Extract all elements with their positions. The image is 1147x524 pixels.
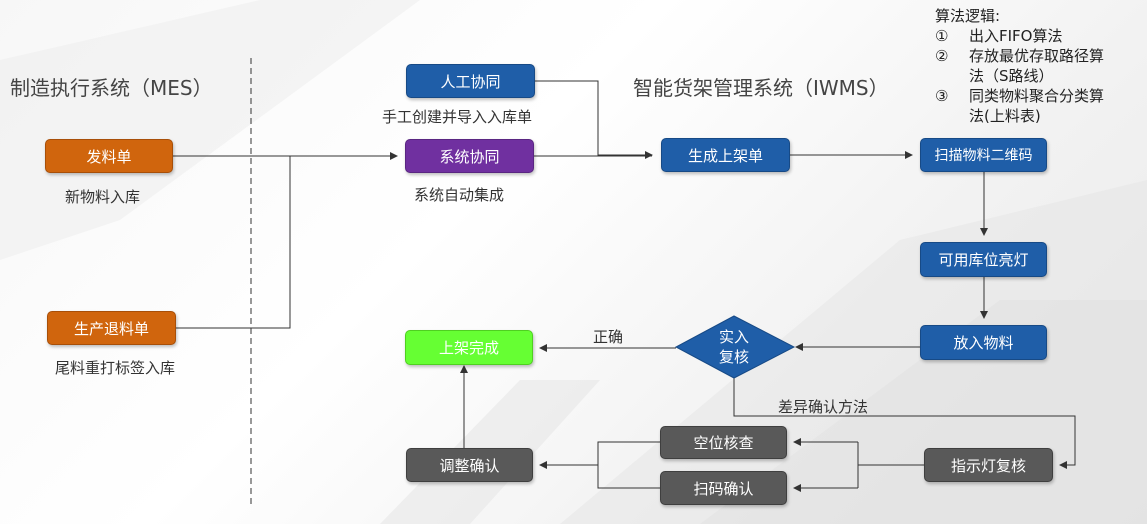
label-cha-yi: 差异确认方法	[778, 398, 869, 416]
node-sheng-cheng-shang-jia-dan[interactable]: 生成上架单	[661, 138, 790, 172]
label-zheng-que: 正确	[593, 328, 624, 346]
node-fa-liao-dan[interactable]: 发料单	[45, 139, 173, 173]
node-xi-tong-xie-tong[interactable]: 系统协同	[405, 139, 534, 173]
node-kong-wei-he-cha[interactable]: 空位核查	[660, 426, 787, 459]
algorithm-item-number: ③	[935, 87, 949, 105]
node-ke-yong-ku-wei[interactable]: 可用库位亮灯	[920, 242, 1047, 277]
caption-xi-tong-zi-dong: 系统自动集成	[414, 186, 505, 204]
line-merge-left	[597, 441, 660, 489]
node-ren-gong-xie-tong[interactable]: 人工协同	[406, 64, 535, 98]
node-fang-ru-wu-liao[interactable]: 放入物料	[920, 325, 1047, 360]
algorithm-item-text: 存放最优存取路径算	[969, 47, 1105, 65]
algorithm-item-text: 法（S路线）	[969, 67, 1054, 85]
decision-label-line-2: 复核	[718, 348, 749, 366]
algorithm-item-text: 同类物料聚合分类算	[969, 87, 1105, 105]
node-sheng-chan-tui-liao-dan[interactable]: 生产退料单	[47, 311, 176, 345]
caption-shou-gong: 手工创建并导入入库单	[382, 108, 533, 126]
node-sao-ma-que-ren[interactable]: 扫码确认	[660, 471, 787, 505]
algorithm-item-number: ①	[935, 27, 949, 45]
algorithm-item-1: ① 出入FIFO算法	[935, 26, 1104, 46]
decision-label[interactable]: 实入 复核	[704, 327, 764, 367]
line-tuiliao-merge	[176, 156, 291, 329]
decision-label-line-1: 实入	[718, 328, 749, 346]
algorithm-item-3: ③ 同类物料聚合分类算 法(上料表)	[935, 86, 1104, 126]
mes-title: 制造执行系统（MES）	[10, 76, 213, 100]
caption-wei-liao: 尾料重打标签入库	[55, 359, 176, 377]
node-sao-miao-wu-liao[interactable]: 扫描物料二维码	[920, 138, 1047, 172]
arrow-to-zhishideng	[733, 378, 1076, 469]
algorithm-item-text: 出入FIFO算法	[969, 27, 1063, 45]
arrow-rengong-to-shengcheng	[535, 80, 653, 159]
algorithm-item-2: ② 存放最优存取路径算 法（S路线）	[935, 46, 1104, 86]
decision-diamond	[674, 315, 796, 379]
node-shang-jia-wan-cheng[interactable]: 上架完成	[405, 330, 533, 365]
algorithm-item-text: 法(上料表)	[969, 107, 1041, 125]
caption-xin-wu-liao: 新物料入库	[65, 188, 141, 206]
algorithm-item-number: ②	[935, 47, 949, 65]
algorithm-heading: 算法逻辑:	[935, 7, 1001, 25]
node-tiao-zheng-que-ren[interactable]: 调整确认	[406, 448, 533, 482]
algorithm-notes: 算法逻辑: ① 出入FIFO算法 ② 存放最优存取路径算 法（S路线） ③ 同类…	[935, 6, 1104, 126]
iwms-title: 智能货架管理系统（IWMS）	[633, 76, 889, 100]
node-zhi-shi-deng-fu-he[interactable]: 指示灯复核	[924, 448, 1053, 482]
